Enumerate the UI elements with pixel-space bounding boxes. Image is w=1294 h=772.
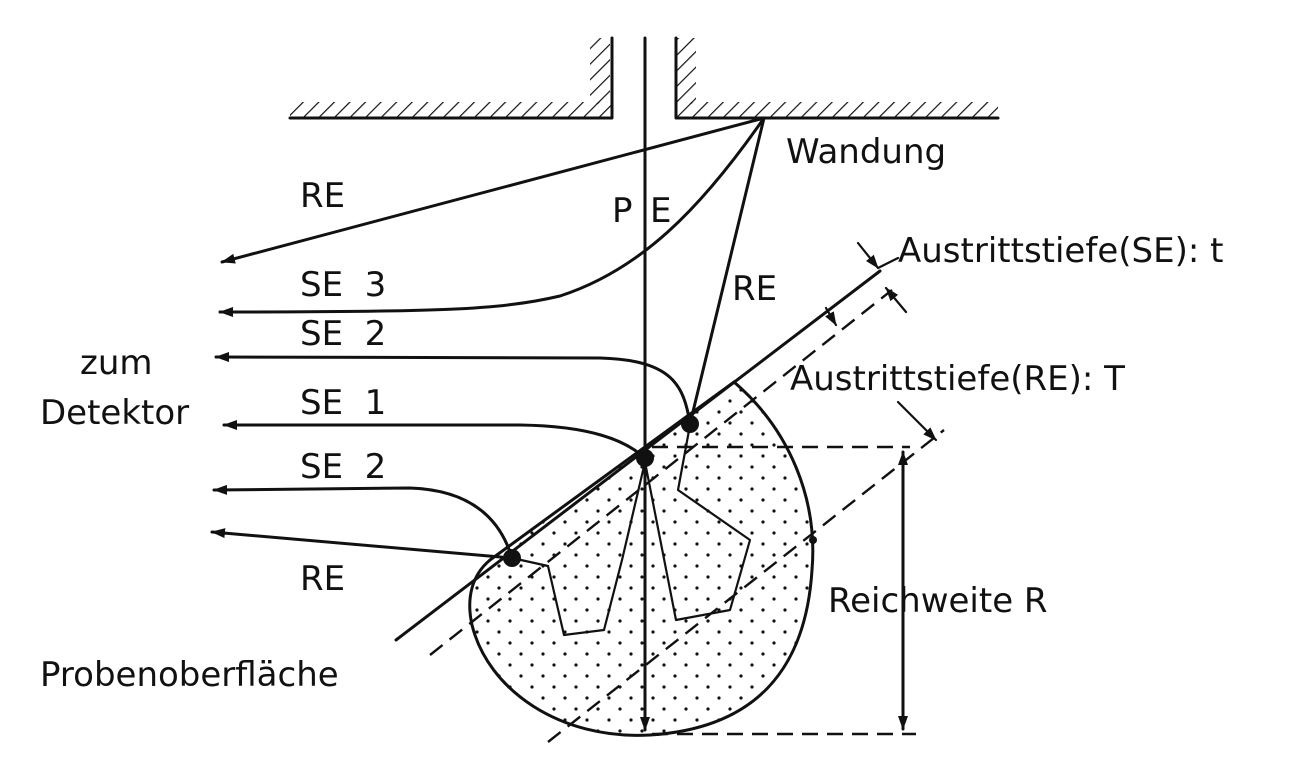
label-re-top: RE <box>300 176 345 216</box>
label-re-mid: RE <box>732 269 777 309</box>
se1-path <box>222 420 647 460</box>
escape-re-tick-1 <box>824 306 838 327</box>
arrow-tip-marker <box>809 536 817 544</box>
se2-upper-path <box>214 352 692 426</box>
re-trajectory-right <box>643 423 752 622</box>
re-ray-lower <box>210 528 514 560</box>
re-ray-wall-left <box>220 116 766 264</box>
label-se1: SE 1 <box>300 383 386 423</box>
escape-depth-se-line <box>429 289 893 656</box>
label-re-bottom: RE <box>300 559 345 599</box>
interaction-volume <box>468 380 815 737</box>
label-se2-lower: SE 2 <box>300 447 386 487</box>
label-range: Reichweite R <box>828 581 1048 621</box>
label-sample-surface: Probenoberfläche <box>40 655 339 695</box>
label-se2-upper: SE 2 <box>300 314 386 354</box>
re-ray-sample-to-wall <box>688 116 766 426</box>
label-zum: zum <box>80 343 153 383</box>
escape-depth-re-line <box>547 429 945 743</box>
escape-se-tick-2 <box>884 286 908 314</box>
label-escape-depth-se: Austrittstiefe(SE): t <box>898 231 1223 271</box>
escape-se-leader <box>876 256 900 270</box>
escape-re-leader <box>896 400 938 442</box>
chamber-wall <box>288 36 1000 120</box>
label-escape-depth-re: Austrittstiefe(RE): T <box>790 359 1125 399</box>
escape-se-tick-1 <box>856 241 880 270</box>
label-wandung: Wandung <box>786 132 946 172</box>
label-se3: SE 3 <box>300 265 386 305</box>
label-detektor: Detektor <box>40 393 189 433</box>
label-pe-p: P <box>612 191 633 231</box>
re-trajectory-left <box>510 460 647 637</box>
label-pe-e: E <box>650 191 671 231</box>
se2-lower-path <box>212 484 514 560</box>
se3-path <box>218 116 766 317</box>
